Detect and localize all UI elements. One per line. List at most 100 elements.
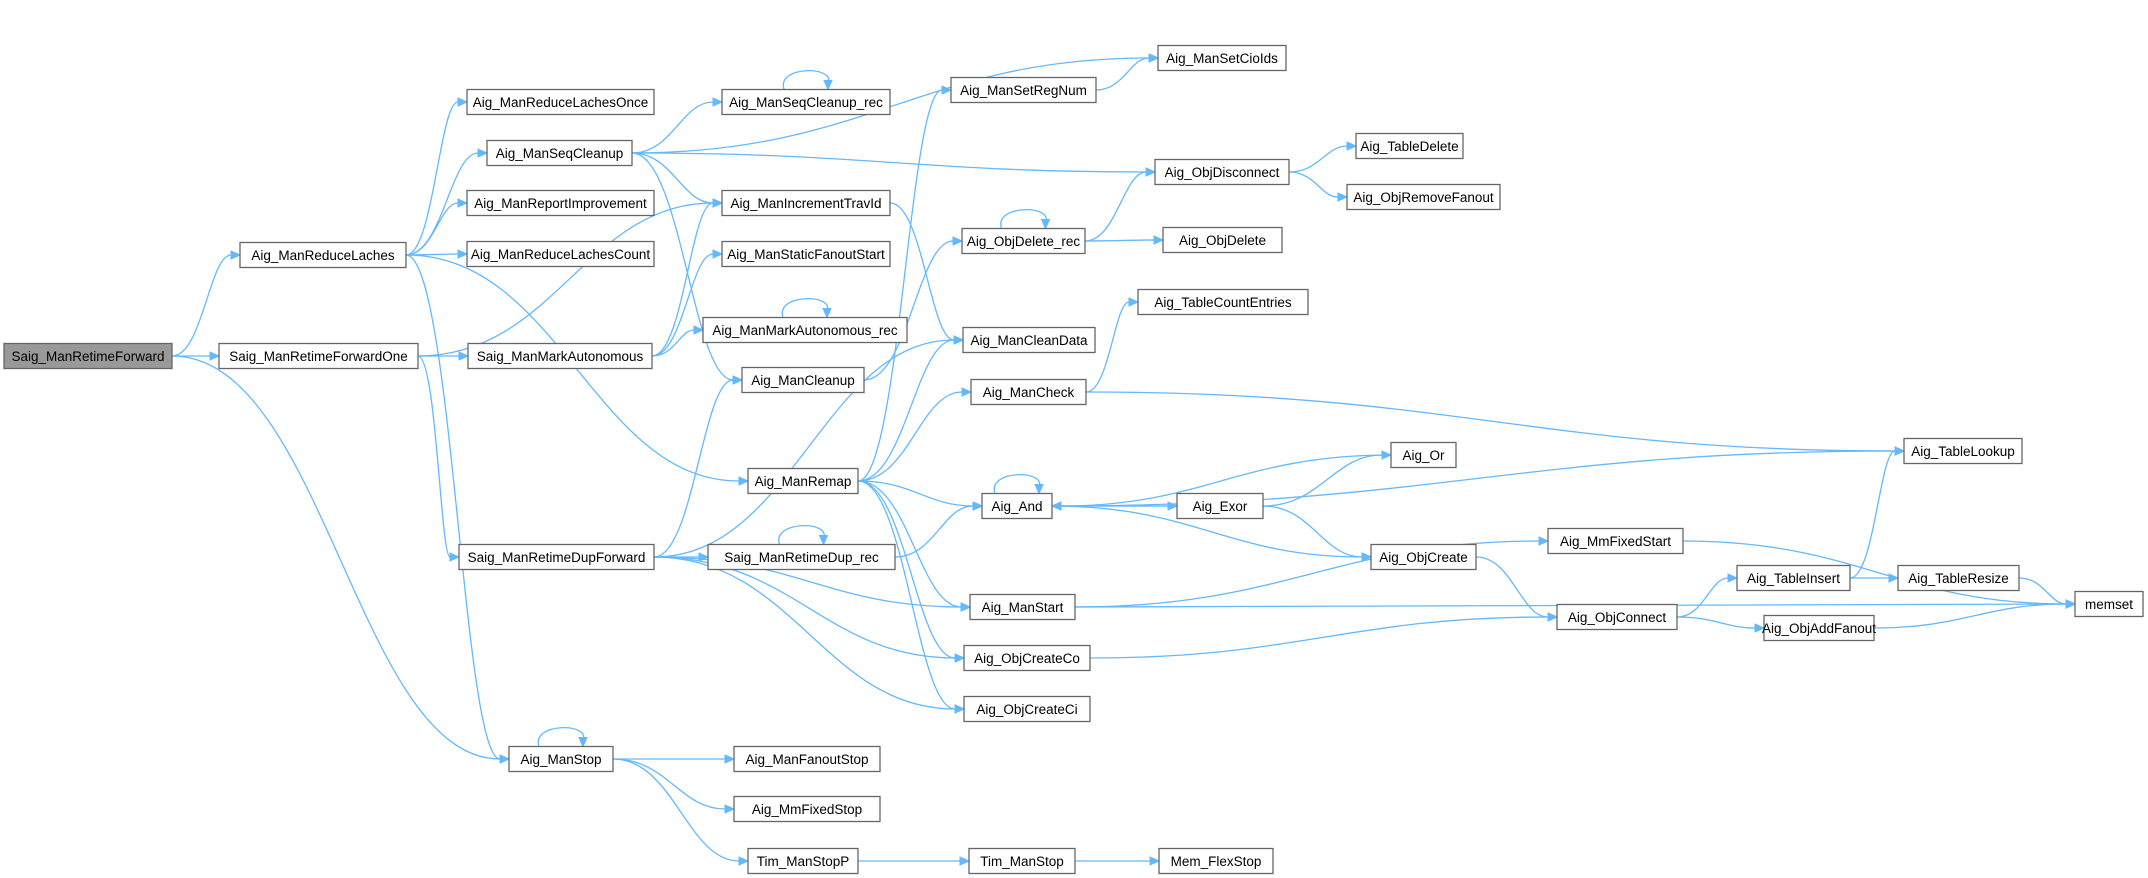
- arrow-head: [449, 552, 461, 562]
- node-memset[interactable]: memset: [2074, 590, 2144, 618]
- node-Aig_Exor[interactable]: Aig_Exor: [1176, 492, 1264, 520]
- edge-n1-n6: [405, 198, 469, 256]
- node-label: Aig_ObjDelete_rec: [967, 234, 1081, 249]
- node-label: Aig_ManRemap: [755, 474, 852, 489]
- node-Aig_ObjRemoveFanout[interactable]: Aig_ObjRemoveFanout: [1346, 183, 1501, 211]
- node-Aig_ObjCreateCi[interactable]: Aig_ObjCreateCi: [963, 695, 1091, 723]
- edge-n42-n41: [1849, 446, 1906, 579]
- node-box: [721, 88, 891, 116]
- node-box: [1157, 44, 1287, 72]
- node-Saig_ManRetimeDupForward[interactable]: Saig_ManRetimeDupForward: [458, 543, 655, 571]
- arrow-head: [230, 250, 242, 260]
- edge-line: [857, 480, 974, 507]
- arrow-head: [1149, 856, 1161, 866]
- arrow-head: [1337, 192, 1349, 202]
- node-Aig_ObjAddFanout[interactable]: Aig_ObjAddFanout: [1762, 614, 1876, 642]
- node-label: Aig_ObjCreateCo: [974, 651, 1080, 666]
- node-label: Aig_ObjAddFanout: [1762, 621, 1876, 636]
- node-Aig_ObjCreateCo[interactable]: Aig_ObjCreateCo: [963, 644, 1091, 672]
- node-Aig_TableCountEntries[interactable]: Aig_TableCountEntries: [1137, 288, 1309, 316]
- node-box: [239, 241, 407, 269]
- edge-n13-n13: [781, 298, 832, 319]
- node-Aig_ManRemap[interactable]: Aig_ManRemap: [747, 467, 859, 495]
- node-Tim_ManStop[interactable]: Tim_ManStop: [968, 847, 1076, 875]
- edge-n16-n24: [894, 501, 984, 558]
- node-label: Tim_ManStopP: [757, 854, 850, 869]
- edge-line: [778, 525, 825, 545]
- edge-line: [653, 556, 956, 659]
- node-Aig_ObjDisconnect[interactable]: Aig_ObjDisconnect: [1154, 158, 1290, 186]
- node-Aig_ManStart[interactable]: Aig_ManStart: [969, 593, 1076, 621]
- node-Tim_ManStopP[interactable]: Tim_ManStopP: [747, 847, 859, 875]
- node-Saig_ManRetimeForward[interactable]: Saig_ManRetimeForward: [3, 342, 173, 370]
- edge-n28-n36: [1075, 856, 1161, 866]
- node-box: [721, 189, 891, 217]
- node-box: [733, 745, 881, 773]
- node-Aig_ManReduceLachesOnce[interactable]: Aig_ManReduceLachesOnce: [466, 88, 655, 116]
- node-Aig_TableInsert[interactable]: Aig_TableInsert: [1736, 564, 1851, 592]
- arrow-head: [1361, 552, 1373, 562]
- node-box: [968, 847, 1076, 875]
- edge-n15-n20: [857, 85, 953, 482]
- arrow-head: [1040, 219, 1051, 230]
- edge-line: [537, 727, 585, 747]
- node-label: Aig_ObjDelete: [1179, 233, 1266, 248]
- node-Aig_ManCheck[interactable]: Aig_ManCheck: [970, 378, 1087, 406]
- arrow-head: [1153, 235, 1165, 245]
- node-label: Saig_ManRetimeForwardOne: [229, 349, 408, 364]
- node-Aig_ObjConnect[interactable]: Aig_ObjConnect: [1556, 603, 1678, 631]
- node-label: Aig_ManReduceLaches: [251, 248, 395, 263]
- node-Aig_ManStaticFanoutStart[interactable]: Aig_ManStaticFanoutStart: [721, 240, 891, 268]
- node-label: Aig_ManIncrementTravId: [730, 196, 881, 211]
- edge-line: [653, 556, 962, 608]
- node-Aig_ObjCreate[interactable]: Aig_ObjCreate: [1370, 543, 1477, 571]
- node-Aig_ManStop[interactable]: Aig_ManStop: [508, 745, 614, 773]
- node-Aig_ManReduceLaches[interactable]: Aig_ManReduceLaches: [239, 241, 407, 269]
- arrow-head: [1547, 612, 1559, 622]
- node-Aig_ManFanoutStop[interactable]: Aig_ManFanoutStop: [733, 745, 881, 773]
- node-Aig_ManSeqCleanup_rec[interactable]: Aig_ManSeqCleanup_rec: [721, 88, 891, 116]
- node-Aig_And[interactable]: Aig_And: [981, 492, 1053, 520]
- node-Aig_ManSeqCleanup[interactable]: Aig_ManSeqCleanup: [486, 139, 633, 167]
- node-Aig_ManReduceLachesCount[interactable]: Aig_ManReduceLachesCount: [466, 240, 655, 268]
- node-Aig_TableResize[interactable]: Aig_TableResize: [1897, 564, 2020, 592]
- node-Aig_MmFixedStop[interactable]: Aig_MmFixedStop: [733, 795, 881, 823]
- node-Aig_ManIncrementTravId[interactable]: Aig_ManIncrementTravId: [721, 189, 891, 217]
- arrow-head: [1538, 536, 1550, 546]
- node-Saig_ManMarkAutonomous[interactable]: Saig_ManMarkAutonomous: [467, 342, 653, 370]
- node-Aig_ObjDelete[interactable]: Aig_ObjDelete: [1162, 226, 1283, 254]
- node-Aig_ManCleanData[interactable]: Aig_ManCleanData: [962, 326, 1096, 354]
- node-label: Aig_ManSeqCleanup_rec: [729, 95, 883, 110]
- node-box: [963, 644, 1091, 672]
- node-Aig_ManMarkAutonomous_rec[interactable]: Aig_ManMarkAutonomous_rec: [702, 316, 908, 344]
- node-Aig_ManReportImprovement[interactable]: Aig_ManReportImprovement: [466, 189, 655, 217]
- node-Aig_TableDelete[interactable]: Aig_TableDelete: [1355, 132, 1464, 160]
- node-box: [467, 342, 653, 370]
- node-Aig_ObjDelete_rec[interactable]: Aig_ObjDelete_rec: [961, 227, 1086, 255]
- node-Aig_ManSetRegNum[interactable]: Aig_ManSetRegNum: [950, 76, 1097, 104]
- edge-n1-n4: [405, 97, 469, 256]
- edge-n34-n33: [1262, 450, 1393, 507]
- edge-n23-n32: [1085, 297, 1140, 393]
- node-label: Aig_TableResize: [1908, 571, 2009, 586]
- node-Aig_TableLookup[interactable]: Aig_TableLookup: [1903, 437, 2023, 465]
- arrow-head: [738, 476, 750, 486]
- edge-n9-n27: [653, 556, 966, 714]
- node-box: [981, 492, 1053, 520]
- arrow-head: [822, 308, 832, 319]
- node-Aig_ManCleanup[interactable]: Aig_ManCleanup: [741, 366, 865, 394]
- node-Saig_ManRetimeDup_rec[interactable]: Saig_ManRetimeDup_rec: [707, 543, 896, 571]
- edge-line: [171, 355, 501, 760]
- node-Aig_ManSetCioIds[interactable]: Aig_ManSetCioIds: [1157, 44, 1287, 72]
- edge-n2-n9: [417, 355, 461, 562]
- node-Mem_FlexStop[interactable]: Mem_FlexStop: [1158, 847, 1274, 875]
- node-Saig_ManRetimeForwardOne[interactable]: Saig_ManRetimeForwardOne: [218, 342, 419, 370]
- arrow-head: [724, 754, 736, 764]
- edge-line: [1682, 540, 2067, 605]
- node-label: Aig_ManReduceLachesOnce: [473, 95, 649, 110]
- node-label: Aig_ManSetRegNum: [960, 83, 1087, 98]
- node-label: Aig_And: [991, 499, 1042, 514]
- node-Aig_Or[interactable]: Aig_Or: [1390, 441, 1457, 469]
- node-Aig_MmFixedStart[interactable]: Aig_MmFixedStart: [1547, 527, 1684, 555]
- edge-n20-n29: [1095, 53, 1160, 91]
